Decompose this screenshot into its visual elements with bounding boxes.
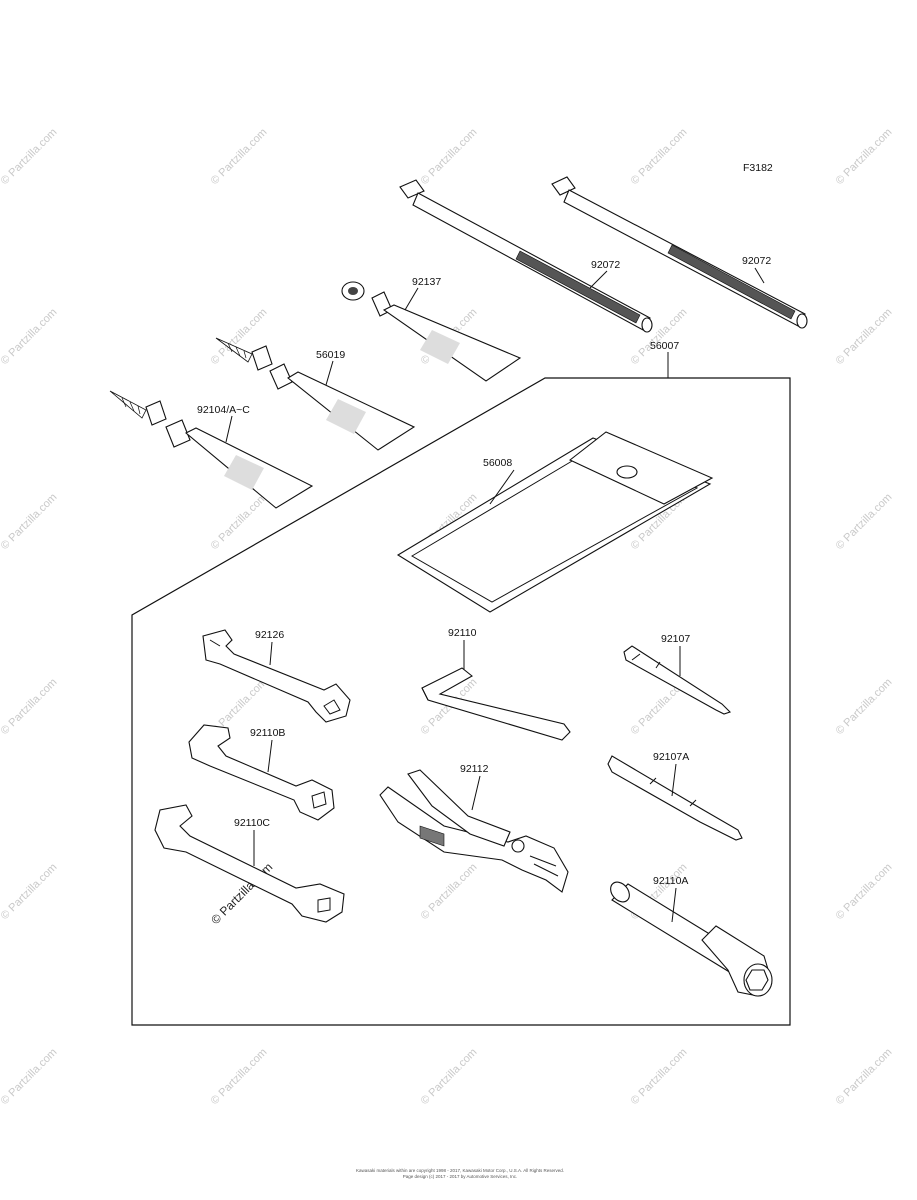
leader-bag — [489, 469, 515, 505]
watermark: © Partzilla.com — [834, 676, 895, 737]
copyright-line: Kawasaki materials within are copyright … — [355, 1168, 565, 1173]
grease-tube-mid — [215, 337, 416, 451]
leader-tie-left — [589, 270, 608, 289]
leader-socket — [671, 887, 677, 923]
watermark: © Partzilla.com — [209, 126, 270, 187]
label-wrench-3: 92110C — [234, 817, 270, 829]
cable-tie-left — [399, 179, 653, 333]
label-socket: 92110A — [653, 875, 688, 887]
grease-tube-large — [109, 390, 314, 509]
leader-tube-small — [404, 287, 419, 311]
wrench-92110b — [188, 724, 335, 821]
screwdriver-shaft — [623, 645, 732, 715]
tool-bag — [396, 431, 714, 613]
label-kit: 56007 — [650, 340, 679, 352]
wrench-92126 — [202, 629, 351, 723]
wrench-92110c — [154, 804, 345, 923]
watermark: © Partzilla.com — [0, 861, 60, 922]
label-wrench-1: 92126 — [255, 629, 284, 641]
hex-key — [421, 667, 571, 741]
label-bag: 56008 — [483, 457, 512, 469]
watermark: © Partzilla.com — [209, 491, 270, 552]
watermark: © Partzilla.com — [419, 1046, 480, 1107]
grease-tube-small — [341, 281, 522, 382]
watermark: © Partzilla.com — [834, 491, 895, 552]
label-tie-right: 92072 — [742, 255, 771, 267]
screwdriver-bit — [607, 755, 743, 841]
leader-driver-bit — [671, 763, 677, 797]
watermark: © Partzilla.com — [0, 306, 60, 367]
watermark: © Partzilla.com — [834, 1046, 895, 1107]
leader-tube-large — [225, 415, 233, 443]
label-tube-large: 92104/A~C — [197, 404, 250, 416]
label-wrench-2: 92110B — [250, 727, 285, 739]
watermark: © Partzilla.com — [834, 126, 895, 187]
cable-tie-right — [551, 176, 808, 329]
label-driver: 92107 — [661, 633, 690, 645]
leader-tube-mid — [325, 360, 334, 386]
watermark: © Partzilla.com — [629, 1046, 690, 1107]
watermark: © Partzilla.com — [0, 491, 60, 552]
watermark: © Partzilla.com — [209, 1046, 270, 1107]
pliers — [379, 769, 569, 893]
watermark: © Partzilla.com — [419, 861, 480, 922]
watermark: © Partzilla.com — [834, 306, 895, 367]
watermark: © Partzilla.com — [629, 126, 690, 187]
leader-wrench-2 — [267, 739, 273, 773]
label-tie-left: 92072 — [591, 259, 620, 271]
label-tube-mid: 56019 — [316, 349, 345, 361]
label-hex-key: 92110 — [448, 627, 477, 639]
watermark: © Partzilla.com — [0, 126, 60, 187]
label-tube-small: 92137 — [412, 276, 441, 288]
copyright-line: Page design (c) 2017 - 2017 by Automotiv… — [402, 1174, 518, 1179]
label-pliers: 92112 — [460, 763, 489, 775]
watermark: © Partzilla.com — [834, 861, 895, 922]
watermark: © Partzilla.com — [0, 1046, 60, 1107]
watermark: © Partzilla.com — [0, 676, 60, 737]
leader-wrench-1 — [269, 641, 273, 666]
leader-pliers — [471, 775, 481, 811]
leader-tie-right — [754, 267, 765, 284]
kit-outline — [131, 377, 791, 1026]
figure-code: F3182 — [743, 162, 773, 174]
watermark: © Partzilla.com — [419, 126, 480, 187]
copyright-notice: Kawasaki materials within are copyright … — [300, 1168, 620, 1180]
spark-plug-socket — [610, 881, 773, 997]
label-driver-bit: 92107A — [653, 751, 689, 763]
